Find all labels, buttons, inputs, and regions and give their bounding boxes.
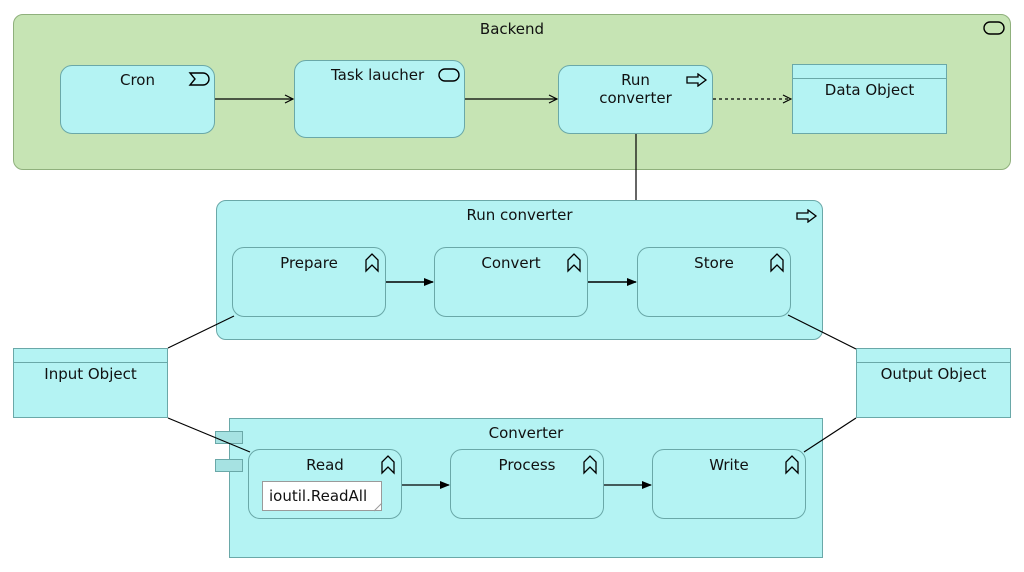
output-object[interactable]: Output Object	[856, 348, 1011, 418]
write-label: Write	[709, 456, 749, 474]
input-object[interactable]: Input Object	[13, 348, 168, 418]
run-converter-process[interactable]: Run converter	[558, 65, 713, 134]
data-object-label: Data Object	[824, 81, 915, 99]
converter-group-title: Converter	[488, 424, 564, 442]
function-chevron-icon	[567, 253, 581, 273]
input-object-label: Input Object	[44, 365, 137, 383]
process-arrow-icon	[796, 209, 818, 223]
convert-function[interactable]: Convert	[434, 247, 588, 317]
output-object-label: Output Object	[880, 365, 987, 383]
function-chevron-icon	[785, 455, 799, 475]
read-label: Read	[306, 456, 344, 474]
prepare-function[interactable]: Prepare	[232, 247, 386, 317]
write-to-output-line	[803, 417, 857, 453]
component-icon	[215, 459, 243, 472]
read-note: ioutil.ReadAll	[262, 481, 382, 511]
function-chevron-icon	[770, 253, 784, 273]
store-function[interactable]: Store	[637, 247, 791, 317]
process-arrow-icon	[686, 73, 708, 87]
function-chevron-icon	[365, 253, 379, 273]
task-launcher-label: Task laucher	[331, 66, 425, 84]
write-function[interactable]: Write	[652, 449, 806, 519]
function-chevron-icon	[583, 455, 597, 475]
process-function[interactable]: Process	[450, 449, 604, 519]
convert-label: Convert	[481, 254, 541, 272]
run-converter-label-line2: converter	[599, 89, 672, 107]
run-converter-label-line1: Run	[621, 71, 650, 89]
process-label: Process	[498, 456, 556, 474]
cron-label: Cron	[120, 71, 155, 89]
run-converter-group-title: Run converter	[466, 206, 573, 224]
backend-title: Backend	[479, 20, 545, 38]
cron-event[interactable]: Cron	[60, 65, 215, 134]
task-launcher-service[interactable]: Task laucher	[294, 60, 465, 138]
input-to-read-line	[167, 417, 251, 453]
function-chevron-icon	[381, 455, 395, 475]
note-fold	[373, 502, 383, 512]
store-to-output-line	[787, 314, 857, 350]
store-label: Store	[694, 254, 734, 272]
data-object[interactable]: Data Object	[792, 64, 947, 134]
rounded-rect-service-icon	[983, 21, 1005, 35]
prepare-label: Prepare	[280, 254, 338, 272]
event-icon	[188, 72, 210, 86]
rounded-rect-service-icon	[438, 68, 460, 82]
input-to-prepare-line	[167, 315, 235, 349]
